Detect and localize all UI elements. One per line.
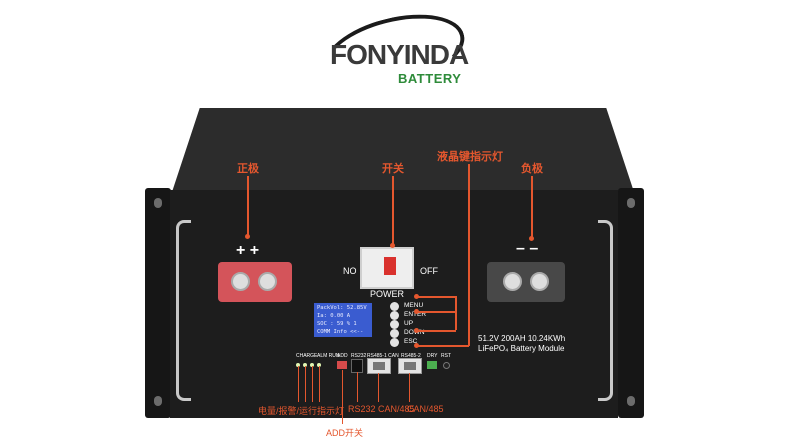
lcd-line: COMM Info <<-- bbox=[317, 329, 364, 335]
mount-hole bbox=[154, 198, 162, 208]
left-handle[interactable] bbox=[176, 220, 191, 401]
leader-line bbox=[247, 176, 249, 236]
rst-button[interactable] bbox=[443, 362, 450, 369]
rs485-2-label: RS485-2 bbox=[401, 353, 421, 359]
switch-power-label: POWER bbox=[370, 289, 405, 299]
can485-annotation: CAN/485 bbox=[407, 404, 444, 414]
right-rack-ear bbox=[618, 188, 644, 418]
leader-line bbox=[418, 345, 469, 347]
charge-label: CHARGE bbox=[296, 353, 318, 359]
leader-dot bbox=[390, 243, 395, 248]
up-key-label: UP bbox=[404, 320, 414, 327]
rs485-1-can-port[interactable] bbox=[367, 358, 391, 374]
right-handle[interactable] bbox=[598, 220, 613, 401]
leader-line bbox=[298, 366, 299, 402]
terminal-bolt bbox=[258, 272, 277, 291]
dry-contact-port[interactable] bbox=[427, 361, 437, 369]
leader-line bbox=[409, 373, 410, 402]
module-spec-label: 51.2V 200AH 10.24KWh LiFePO₄ Battery Mod… bbox=[478, 334, 565, 354]
leader-dot bbox=[414, 309, 419, 314]
esc-key-label: ESC bbox=[404, 338, 418, 345]
rs485-2-port[interactable] bbox=[398, 358, 422, 374]
leader-line bbox=[531, 176, 533, 240]
menu-key[interactable] bbox=[390, 302, 399, 311]
lcd-screen: PackVol: 52.85V Ia: 0.00 A SOC : 59 % 1 … bbox=[314, 303, 372, 337]
leader-line bbox=[392, 176, 394, 246]
terminal-bolt bbox=[530, 272, 549, 291]
leader-dot bbox=[529, 236, 534, 241]
up-key[interactable] bbox=[390, 320, 399, 329]
leader-line bbox=[342, 370, 343, 424]
add-dip-switch[interactable] bbox=[337, 361, 347, 369]
terminal-bolt bbox=[231, 272, 250, 291]
leader-dot bbox=[414, 328, 419, 333]
charge-led bbox=[296, 363, 300, 367]
down-key[interactable] bbox=[390, 329, 399, 338]
negative-annotation: 负极 bbox=[521, 163, 543, 175]
enter-key[interactable] bbox=[390, 311, 399, 320]
switch-off-label: OFF bbox=[420, 266, 438, 276]
leader-dot bbox=[414, 343, 419, 348]
negative-terminal[interactable] bbox=[487, 262, 565, 302]
negative-sign: – – bbox=[516, 240, 539, 257]
leader-line bbox=[418, 330, 456, 332]
leader-line bbox=[319, 366, 320, 402]
power-switch[interactable] bbox=[360, 247, 414, 289]
mount-hole bbox=[627, 198, 635, 208]
leader-line bbox=[418, 296, 456, 298]
lcd-line: SOC : 59 % 1 bbox=[317, 321, 357, 327]
terminal-bolt bbox=[503, 272, 522, 291]
switch-annotation: 开关 bbox=[382, 163, 404, 175]
positive-annotation: 正极 bbox=[237, 163, 259, 175]
logo-sub-text: BATTERY bbox=[398, 71, 462, 86]
add-annotation: ADD开关 bbox=[326, 428, 364, 438]
lcd-line: Ia: 0.00 A bbox=[317, 313, 351, 319]
leader-line bbox=[418, 311, 456, 313]
module-spec-line: 51.2V 200AH 10.24KWh bbox=[478, 334, 566, 343]
run-led bbox=[317, 363, 321, 367]
alm-led bbox=[310, 363, 314, 367]
lcd-line: PackVol: 52.85V bbox=[317, 305, 367, 311]
leader-line bbox=[455, 296, 457, 330]
leader-line bbox=[357, 372, 358, 402]
alm-run-label: ALM RUN bbox=[317, 353, 340, 359]
switch-lever[interactable] bbox=[384, 257, 396, 275]
positive-sign: + + bbox=[236, 242, 260, 259]
charge-led bbox=[303, 363, 307, 367]
switch-no-label: NO bbox=[343, 266, 357, 276]
leader-line bbox=[468, 164, 470, 346]
rs232-label: RS232 bbox=[351, 353, 367, 359]
logo-brand-text: FONYINDA bbox=[330, 39, 469, 70]
port-socket bbox=[404, 362, 416, 370]
leds-annotation: 电量/报警/运行指示灯 bbox=[258, 406, 345, 416]
battery-top-panel bbox=[172, 108, 634, 192]
rs485-1-can-label: RS485-1 CAN bbox=[367, 353, 399, 359]
rs232-port[interactable] bbox=[351, 359, 363, 373]
enter-key-label: ENTER bbox=[404, 311, 427, 318]
brand-logo: FONYINDA BATTERY bbox=[315, 1, 480, 103]
mount-hole bbox=[627, 396, 635, 406]
mount-hole bbox=[154, 396, 162, 406]
dry-label: DRY bbox=[427, 353, 438, 359]
module-spec-line: LiFePO₄ Battery Module bbox=[478, 344, 565, 353]
leader-dot bbox=[414, 294, 419, 299]
leader-line bbox=[378, 373, 379, 402]
port-socket bbox=[373, 362, 385, 370]
menu-key-label: MENU bbox=[404, 302, 424, 309]
leader-dot bbox=[245, 234, 250, 239]
leader-line bbox=[312, 366, 313, 402]
lcd-keys-annotation: 液晶键指示灯 bbox=[437, 151, 503, 163]
left-rack-ear bbox=[145, 188, 171, 418]
add-label: ADD bbox=[337, 353, 348, 359]
leader-line bbox=[305, 366, 306, 402]
esc-key[interactable] bbox=[390, 338, 399, 347]
rs232-can-annotation: RS232 CAN/485 bbox=[348, 404, 415, 414]
rst-label: RST bbox=[441, 353, 451, 359]
positive-terminal[interactable] bbox=[218, 262, 292, 302]
